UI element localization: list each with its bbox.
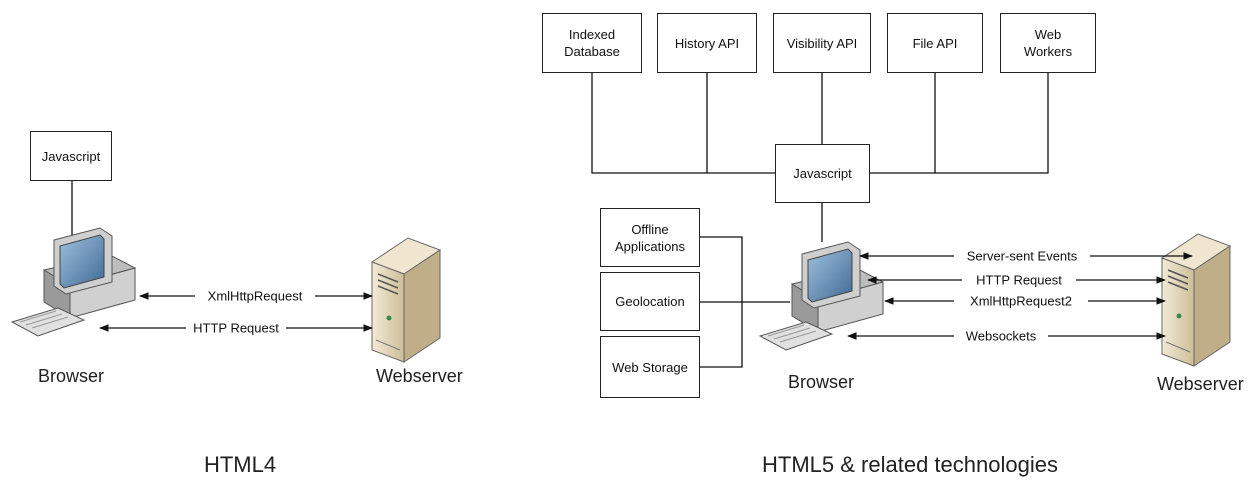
client-features-bracket <box>700 236 790 368</box>
html5-connection-label: Websockets <box>966 329 1037 344</box>
api-box-file-api: File API <box>887 13 983 73</box>
html5-connection-label: HTTP Request <box>976 273 1062 288</box>
api-box-visibility-api: Visibility API <box>773 13 871 73</box>
webserver-label: Webserver <box>1157 374 1244 394</box>
feature-box-geolocation: Geolocation <box>600 272 700 331</box>
feature-box-web-storage: Web Storage <box>600 336 700 398</box>
browser-label: Browser <box>38 366 105 386</box>
api-bus-lines <box>591 73 1049 242</box>
feature-box-offline-applications: Offline Applications <box>600 208 700 267</box>
html4-connection-label: HTTP Request <box>193 321 279 336</box>
html5-connection-label: XmlHttpRequest2 <box>970 294 1072 309</box>
webserver-label: Webserver <box>376 366 463 386</box>
html4-connection-label: XmlHttpRequest <box>208 289 303 304</box>
html5-connection-label: Server-sent Events <box>967 249 1078 264</box>
webserver-icon <box>370 237 442 363</box>
browser-computer-icon <box>10 227 137 337</box>
html5-caption: HTML5 & related technologies <box>762 452 1058 477</box>
javascript-box: Javascript <box>30 131 112 181</box>
api-box-indexed-database: Indexed Database <box>542 13 642 73</box>
browser-label: Browser <box>788 372 855 392</box>
api-box-history-api: History API <box>657 13 757 73</box>
html4-caption: HTML4 <box>203 452 277 477</box>
webserver-icon <box>1160 233 1232 367</box>
javascript-box: Javascript <box>775 144 870 203</box>
api-box-web-workers: Web Workers <box>1000 13 1096 73</box>
browser-computer-icon <box>758 241 885 351</box>
